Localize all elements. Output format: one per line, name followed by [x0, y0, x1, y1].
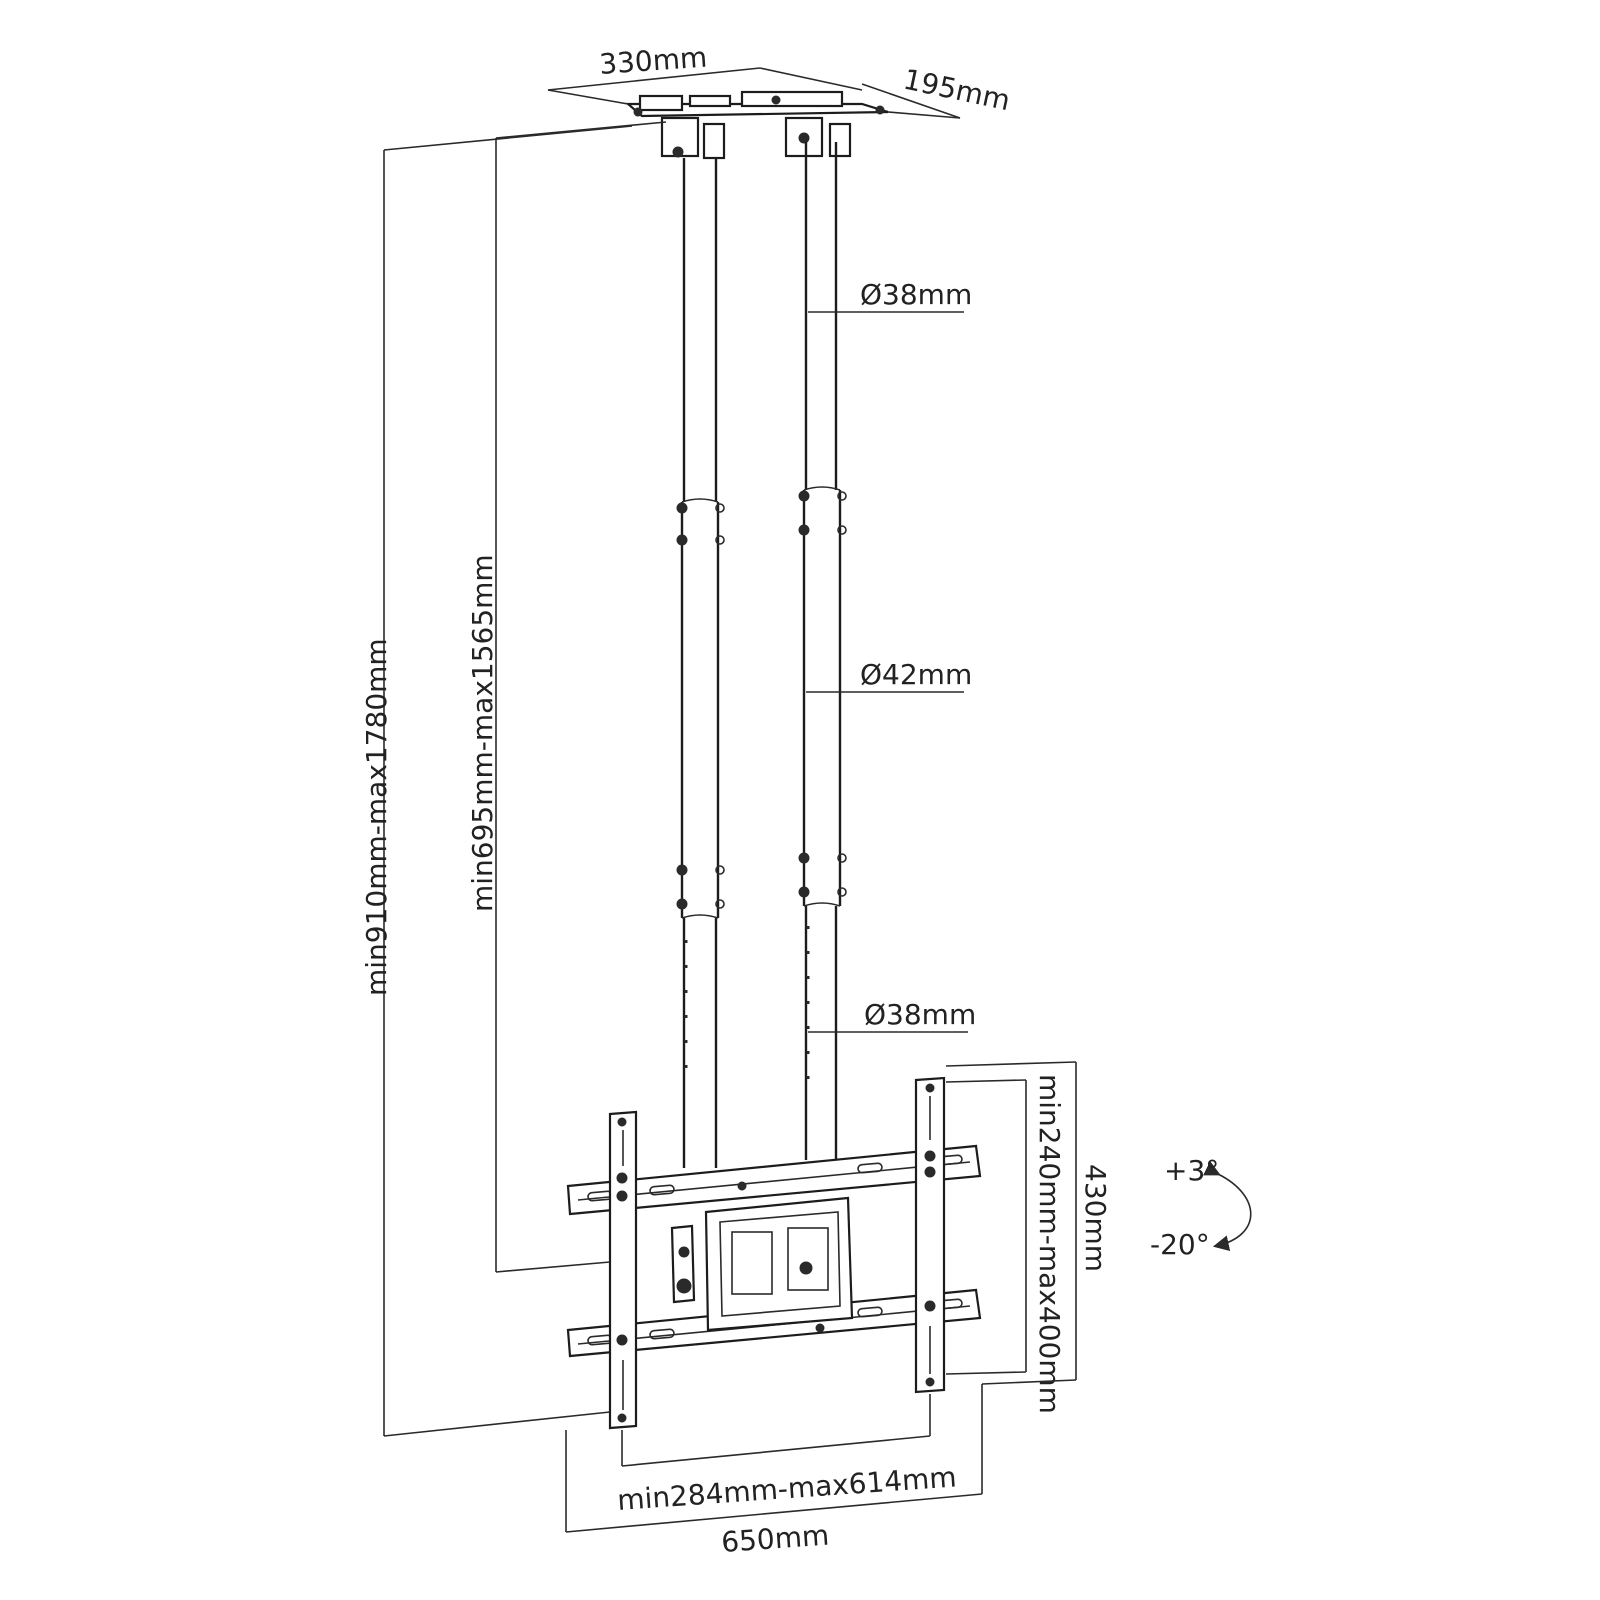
- middle-diameter-label: Ø42mm: [860, 658, 972, 691]
- vesa-horizontal-label: min284mm-max614mm: [616, 1460, 957, 1517]
- total-height-label: min910mm-max1780mm: [360, 638, 393, 996]
- bracket-width-label: 650mm: [720, 1519, 830, 1559]
- tv-bracket: [566, 1076, 982, 1430]
- tilt-indicator: +3° -20°: [1150, 1154, 1252, 1261]
- total-height-dimension: min910mm-max1780mm: [360, 125, 633, 1437]
- plate-width-label: 330mm: [598, 41, 708, 81]
- left-pole: [676, 158, 725, 1168]
- plate-depth-dimension: 195mm: [861, 63, 1014, 119]
- upper-diameter-label: Ø38mm: [860, 278, 972, 311]
- tilt-down-label: -20°: [1150, 1228, 1210, 1261]
- pole-height-dimension: min695mm-max1565mm: [466, 121, 667, 1273]
- bracket-height-label: 430mm: [1079, 1164, 1112, 1272]
- bracket-width-dimension: 650mm: [565, 1384, 983, 1559]
- upper-diameter-callout: Ø38mm: [808, 278, 972, 313]
- tilt-up-label: +3°: [1164, 1154, 1219, 1187]
- right-pole: [798, 142, 847, 1160]
- vesa-vertical-label: min240mm-max400mm: [1033, 1074, 1066, 1414]
- lower-diameter-callout: Ø38mm: [808, 998, 976, 1033]
- ceiling-plate: [625, 90, 889, 160]
- vesa-vertical-dimension: min240mm-max400mm: [945, 1074, 1066, 1414]
- plate-depth-label: 195mm: [901, 63, 1014, 118]
- bracket-height-dimension: 430mm: [945, 1061, 1112, 1385]
- vesa-horizontal-dimension: min284mm-max614mm: [616, 1394, 958, 1517]
- pole-height-label: min695mm-max1565mm: [466, 554, 499, 912]
- middle-diameter-callout: Ø42mm: [806, 658, 972, 693]
- tilt-arrow-icon: [1202, 1161, 1252, 1252]
- plate-width-dimension: 330mm: [547, 41, 863, 105]
- lower-diameter-label: Ø38mm: [864, 998, 976, 1031]
